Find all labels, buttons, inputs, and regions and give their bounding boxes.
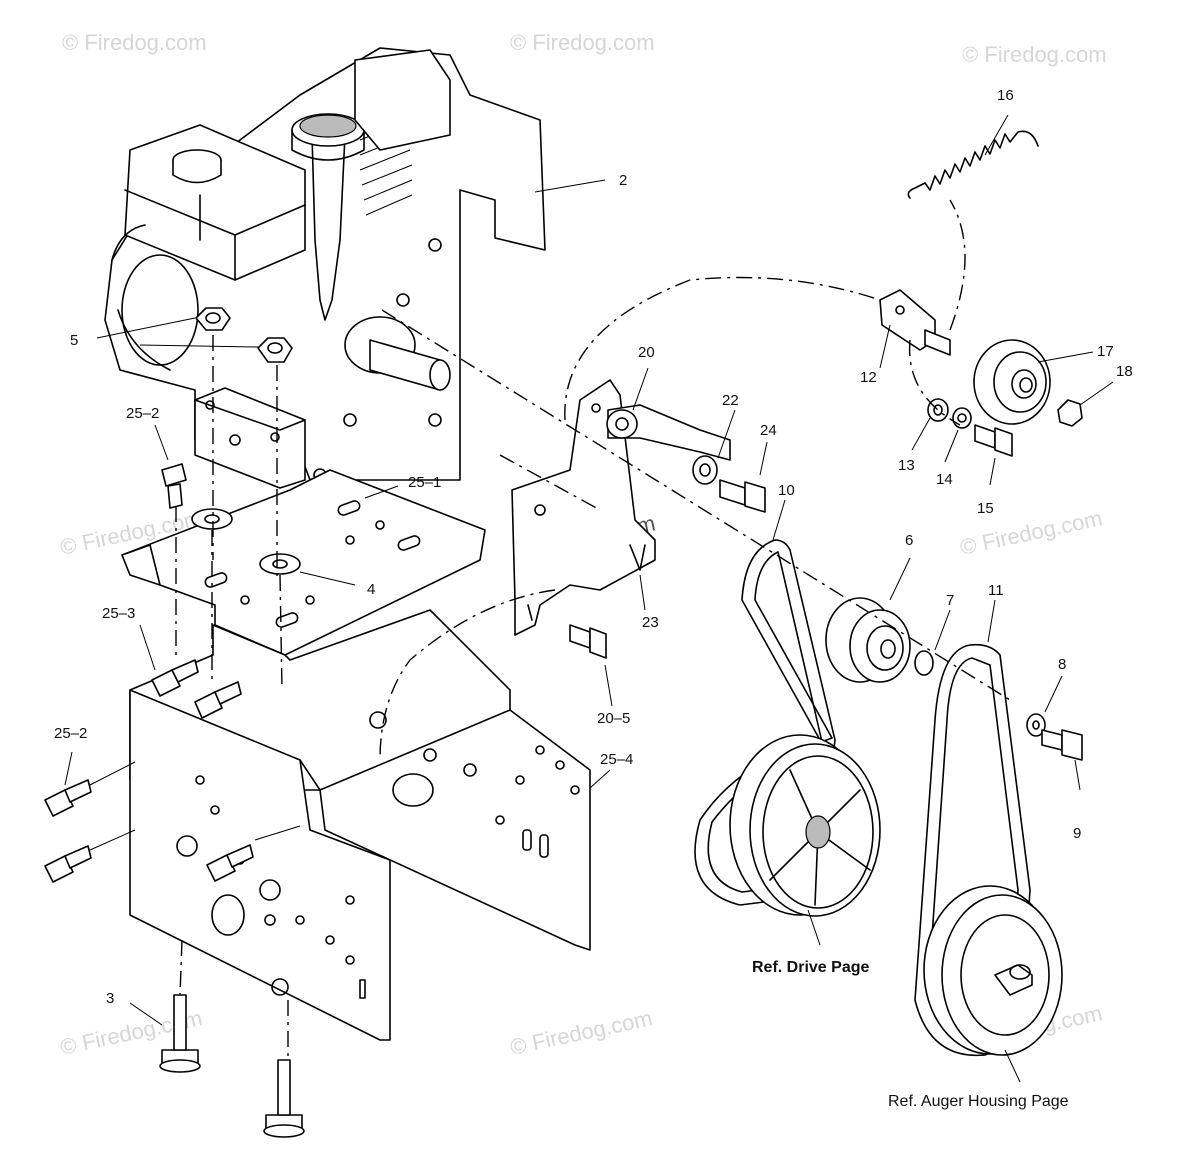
star-washer [191, 508, 301, 575]
assembly-lines [89, 199, 1011, 1060]
callout-10: 10 [778, 482, 795, 499]
callout-8: 8 [1058, 656, 1066, 673]
engine [104, 47, 546, 489]
callout-25-2-left: 25–2 [54, 725, 87, 742]
lock-washer [952, 407, 972, 429]
watermark-text: © Firedog.com [510, 30, 655, 55]
drive-wheel-pulley [729, 734, 881, 917]
callout-20-5: 20–5 [597, 710, 630, 727]
idler-bracket [879, 289, 951, 356]
callout-17: 17 [1097, 343, 1114, 360]
callout-16: 16 [997, 87, 1014, 104]
engine-mount-bolt [159, 994, 305, 1138]
callout-labels: 2 3 4 5 6 7 8 9 10 11 12 13 14 15 16 17 … [54, 87, 1133, 1007]
callout-7: 7 [946, 592, 954, 609]
callout-5: 5 [70, 332, 78, 349]
callout-23: 23 [642, 614, 659, 631]
callout-3: 3 [106, 990, 114, 1007]
callout-leaders [64, 114, 1114, 1083]
watermark-text: © Firedog.com [62, 30, 207, 55]
callout-2: 2 [619, 172, 627, 189]
hex-nut [1057, 399, 1083, 427]
ref-drive-page: Ref. Drive Page [752, 959, 869, 976]
idler-arm [606, 404, 731, 461]
bell-washer [1026, 713, 1046, 737]
reference-labels: Ref. Drive Page Ref. Auger Housing Page [752, 959, 1069, 1110]
callout-24: 24 [760, 422, 777, 439]
callout-6: 6 [905, 532, 913, 549]
frame-bolt [151, 659, 242, 719]
callout-14: 14 [936, 471, 953, 488]
callout-25-3: 25–3 [102, 605, 135, 622]
callout-25-2-top: 25–2 [126, 405, 159, 422]
washer [692, 455, 718, 485]
belt-guide-bracket [511, 379, 656, 636]
engine-mounting-nut [195, 307, 293, 363]
callout-20: 20 [638, 344, 655, 361]
callout-25-4: 25–4 [600, 751, 633, 768]
ref-auger-housing-page: Ref. Auger Housing Page [888, 1093, 1069, 1110]
engine-pulley [825, 597, 911, 683]
idler-pulley [973, 339, 1051, 425]
callout-9: 9 [1073, 825, 1081, 842]
callout-4: 4 [367, 581, 375, 598]
shoulder-bolt [719, 479, 766, 513]
callout-22: 22 [722, 392, 739, 409]
callout-11: 11 [988, 582, 1004, 599]
frame-bolt [161, 463, 187, 509]
frame-bolt [44, 779, 254, 883]
frame-housing [129, 609, 591, 1041]
carriage-bolt [569, 624, 607, 659]
callout-12: 12 [860, 369, 877, 386]
callout-25-1: 25–1 [408, 474, 441, 491]
watermark-text: © Firedog.com [508, 1005, 655, 1060]
watermark-text: © Firedog.com [962, 42, 1107, 67]
auger-pulley [923, 885, 1063, 1056]
pulley-spacer [914, 650, 934, 676]
callout-15: 15 [977, 500, 994, 517]
extension-spring [907, 130, 1039, 199]
pulley-bolt [1041, 729, 1083, 761]
idler-bolt [974, 424, 1013, 457]
callout-13: 13 [898, 457, 915, 474]
callout-18: 18 [1116, 363, 1133, 380]
